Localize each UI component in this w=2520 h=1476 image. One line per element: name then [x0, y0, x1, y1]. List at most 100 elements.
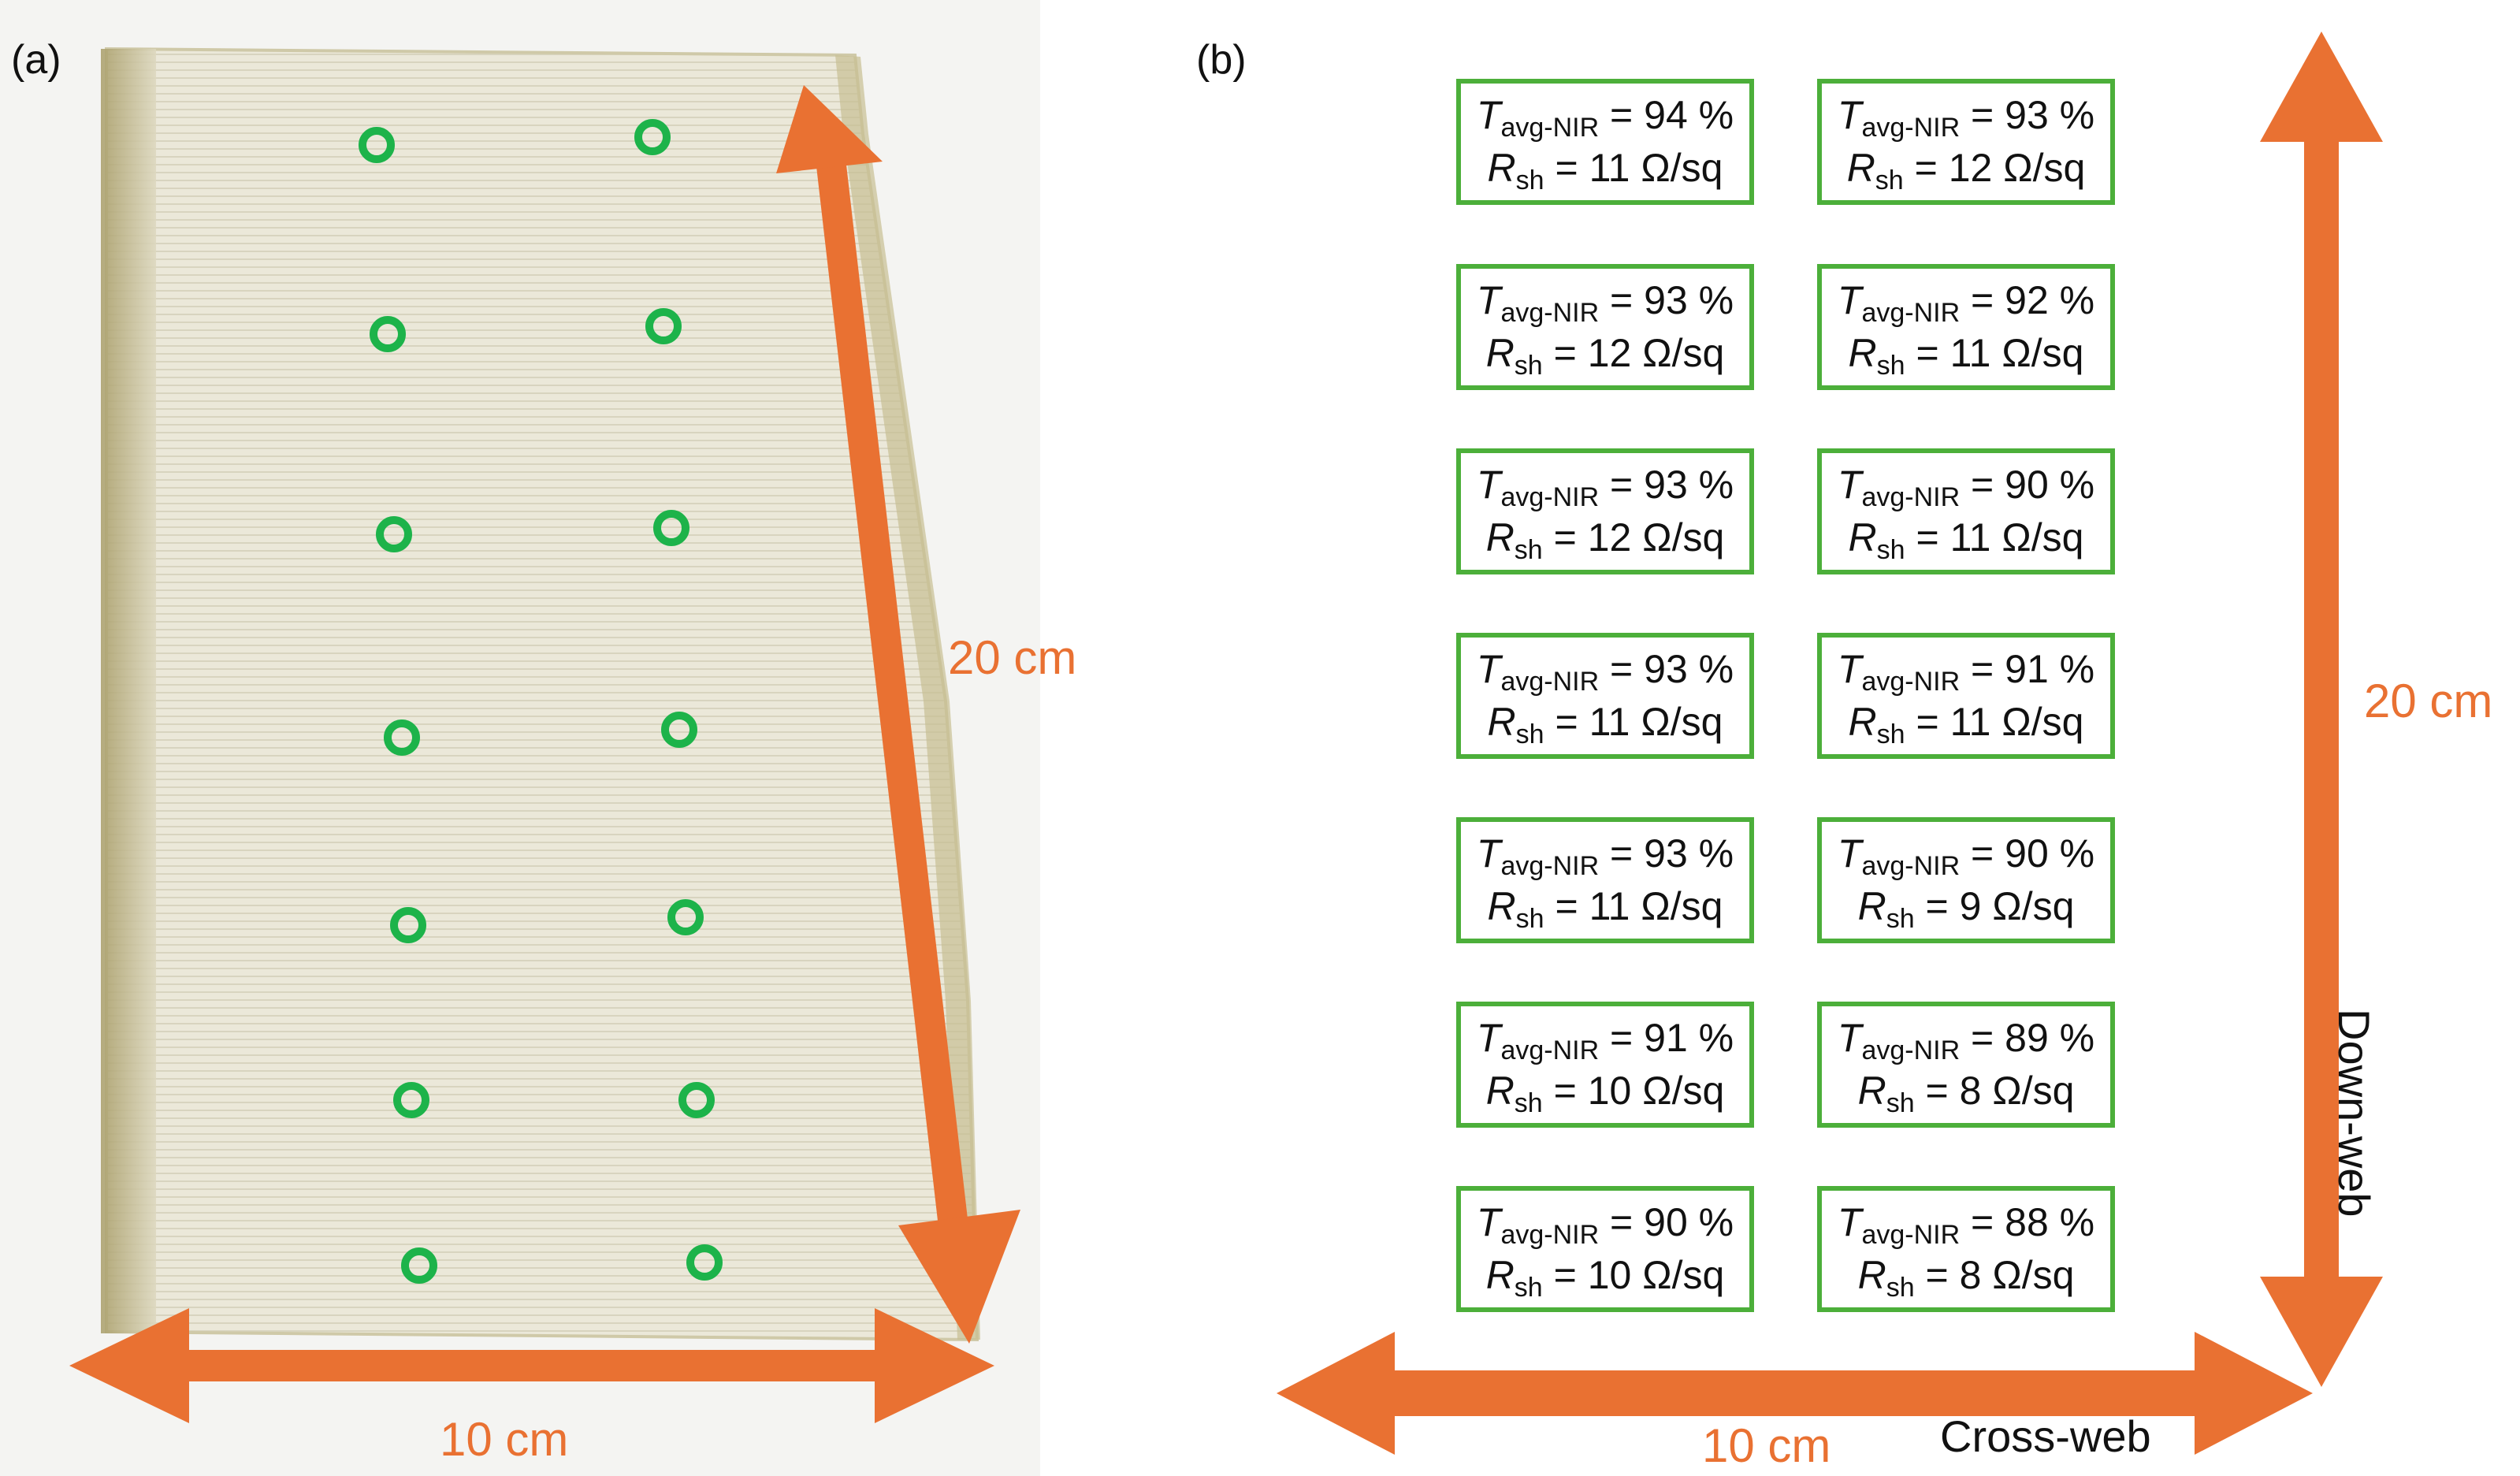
measurement-point-marker	[661, 712, 697, 748]
transmittance-value: = 93 %	[1610, 277, 1734, 322]
transmittance-value: = 92 %	[1971, 277, 2095, 322]
t-symbol: T	[1476, 462, 1501, 507]
r-subscript: sh	[1876, 351, 1905, 381]
sheet-resistance-line: Rsh = 11 Ω/sq	[1849, 511, 2084, 565]
sheet-resistance-line: Rsh = 8 Ω/sq	[1858, 1249, 2075, 1303]
measurement-point-marker	[390, 907, 426, 943]
sheet-resistance-value: = 11 Ω/sq	[1916, 515, 2084, 560]
sheet-resistance-value: = 8 Ω/sq	[1925, 1069, 2075, 1113]
sheet-resistance-line: Rsh = 10 Ω/sq	[1486, 1065, 1725, 1118]
panel-b-label: (b)	[1196, 37, 1247, 83]
sheet-resistance-value: = 11 Ω/sq	[1916, 700, 2084, 744]
transmittance-value: = 91 %	[1971, 646, 2095, 691]
t-subscript: avg-NIR	[1861, 1035, 1961, 1065]
r-symbol: R	[1485, 331, 1515, 375]
sheet-resistance-value: = 11 Ω/sq	[1555, 884, 1723, 928]
measurement-cell: Tavg-NIR = 89 %Rsh = 8 Ω/sq	[1817, 1002, 2115, 1128]
height-label-a: 20 cm	[948, 631, 1077, 684]
r-subscript: sh	[1876, 719, 1905, 749]
transmittance-line: Tavg-NIR = 93 %	[1477, 274, 1734, 328]
t-symbol: T	[1837, 1015, 1862, 1060]
t-subscript: avg-NIR	[1500, 850, 1600, 881]
vertical-dimension-arrow-a	[776, 85, 1020, 1344]
sheet-resistance-line: Rsh = 11 Ω/sq	[1488, 696, 1723, 749]
cross-web-label: Cross-web	[1940, 1411, 2151, 1461]
r-symbol: R	[1848, 700, 1877, 744]
measurement-point-marker	[678, 1082, 715, 1118]
t-subscript: avg-NIR	[1500, 297, 1600, 328]
measurement-cell: Tavg-NIR = 93 %Rsh = 11 Ω/sq	[1456, 817, 1754, 943]
sheet-resistance-line: Rsh = 12 Ω/sq	[1486, 511, 1725, 565]
t-symbol: T	[1837, 92, 1862, 137]
measurement-cell: Tavg-NIR = 93 % Rsh = 12 Ω/sq	[1817, 79, 2115, 205]
r-subscript: sh	[1886, 904, 1915, 934]
transmittance-value: = 91 %	[1610, 1015, 1734, 1060]
r-subscript: sh	[1515, 904, 1544, 934]
sheet-resistance-line: Rsh = 10 Ω/sq	[1486, 1249, 1725, 1303]
t-symbol: T	[1476, 831, 1501, 876]
sheet-resistance-value: = 12 Ω/sq	[1553, 515, 1725, 560]
measurement-cell: Tavg-NIR = 93 %Rsh = 12 Ω/sq	[1456, 448, 1754, 574]
r-symbol: R	[1485, 1069, 1515, 1113]
r-symbol: R	[1848, 515, 1877, 560]
measurement-cell: Tavg-NIR = 91 %Rsh = 11 Ω/sq	[1817, 633, 2115, 759]
t-subscript: avg-NIR	[1500, 481, 1600, 512]
sheet-resistance-line: Rsh = 9 Ω/sq	[1858, 880, 2075, 934]
measurement-point-marker	[401, 1247, 437, 1284]
t-subscript: avg-NIR	[1500, 112, 1600, 143]
transmittance-line: Tavg-NIR = 90 %	[1838, 827, 2094, 881]
down-web-arrow	[2260, 32, 2383, 1387]
r-symbol: R	[1846, 146, 1875, 190]
t-subscript: avg-NIR	[1861, 112, 1961, 143]
sheet-resistance-line: Rsh = 12 Ω/sq	[1847, 142, 2086, 195]
r-symbol: R	[1857, 1069, 1886, 1113]
sheet-resistance-value: = 11 Ω/sq	[1555, 146, 1723, 190]
down-web-label: Down-web	[2329, 1009, 2379, 1218]
r-subscript: sh	[1886, 1088, 1915, 1118]
transmittance-value: = 93 %	[1610, 831, 1734, 876]
measurement-point-marker	[686, 1244, 723, 1281]
horizontal-dimension-arrow-a	[69, 1308, 994, 1423]
transmittance-line: Tavg-NIR = 94 %	[1477, 89, 1734, 143]
r-symbol: R	[1487, 884, 1516, 928]
t-symbol: T	[1837, 646, 1862, 691]
measurement-point-marker	[359, 127, 395, 163]
height-label-b: 20 cm	[2364, 675, 2493, 727]
transmittance-value: = 90 %	[1971, 831, 2095, 876]
sheet-resistance-value: = 12 Ω/sq	[1914, 146, 2086, 190]
r-symbol: R	[1857, 1253, 1886, 1297]
r-symbol: R	[1487, 146, 1516, 190]
cross-web-arrow	[1277, 1332, 2313, 1455]
r-subscript: sh	[1886, 1273, 1915, 1303]
transmittance-line: Tavg-NIR = 92 %	[1838, 274, 2094, 328]
t-symbol: T	[1837, 831, 1862, 876]
measurement-cell: Tavg-NIR = 91 %Rsh = 10 Ω/sq	[1456, 1002, 1754, 1128]
t-subscript: avg-NIR	[1861, 1219, 1961, 1250]
measurement-cell: Tavg-NIR = 90 %Rsh = 11 Ω/sq	[1817, 448, 2115, 574]
r-symbol: R	[1487, 700, 1516, 744]
r-subscript: sh	[1875, 165, 1904, 195]
t-subscript: avg-NIR	[1500, 1035, 1600, 1065]
r-subscript: sh	[1876, 535, 1905, 565]
t-symbol: T	[1837, 462, 1862, 507]
r-subscript: sh	[1514, 1088, 1543, 1118]
sheet-resistance-value: = 11 Ω/sq	[1555, 700, 1723, 744]
t-subscript: avg-NIR	[1500, 666, 1600, 697]
transmittance-line: Tavg-NIR = 93 %	[1477, 827, 1734, 881]
sheet-resistance-value: = 11 Ω/sq	[1916, 331, 2084, 375]
sheet-resistance-value: = 10 Ω/sq	[1553, 1069, 1725, 1113]
r-subscript: sh	[1514, 1273, 1543, 1303]
measurement-point-marker	[393, 1082, 429, 1118]
sheet-resistance-value: = 12 Ω/sq	[1553, 331, 1725, 375]
transmittance-value: = 88 %	[1971, 1199, 2095, 1244]
r-symbol: R	[1848, 331, 1877, 375]
sheet-resistance-line: Rsh = 12 Ω/sq	[1486, 327, 1725, 381]
r-symbol: R	[1485, 515, 1515, 560]
transmittance-value: = 93 %	[1971, 92, 2095, 137]
r-subscript: sh	[1514, 351, 1543, 381]
t-symbol: T	[1476, 1199, 1501, 1244]
t-symbol: T	[1476, 277, 1501, 322]
transmittance-line: Tavg-NIR = 88 %	[1838, 1196, 2094, 1250]
measurement-cell: Tavg-NIR = 93 %Rsh = 11 Ω/sq	[1456, 633, 1754, 759]
transmittance-value: = 90 %	[1610, 1199, 1734, 1244]
